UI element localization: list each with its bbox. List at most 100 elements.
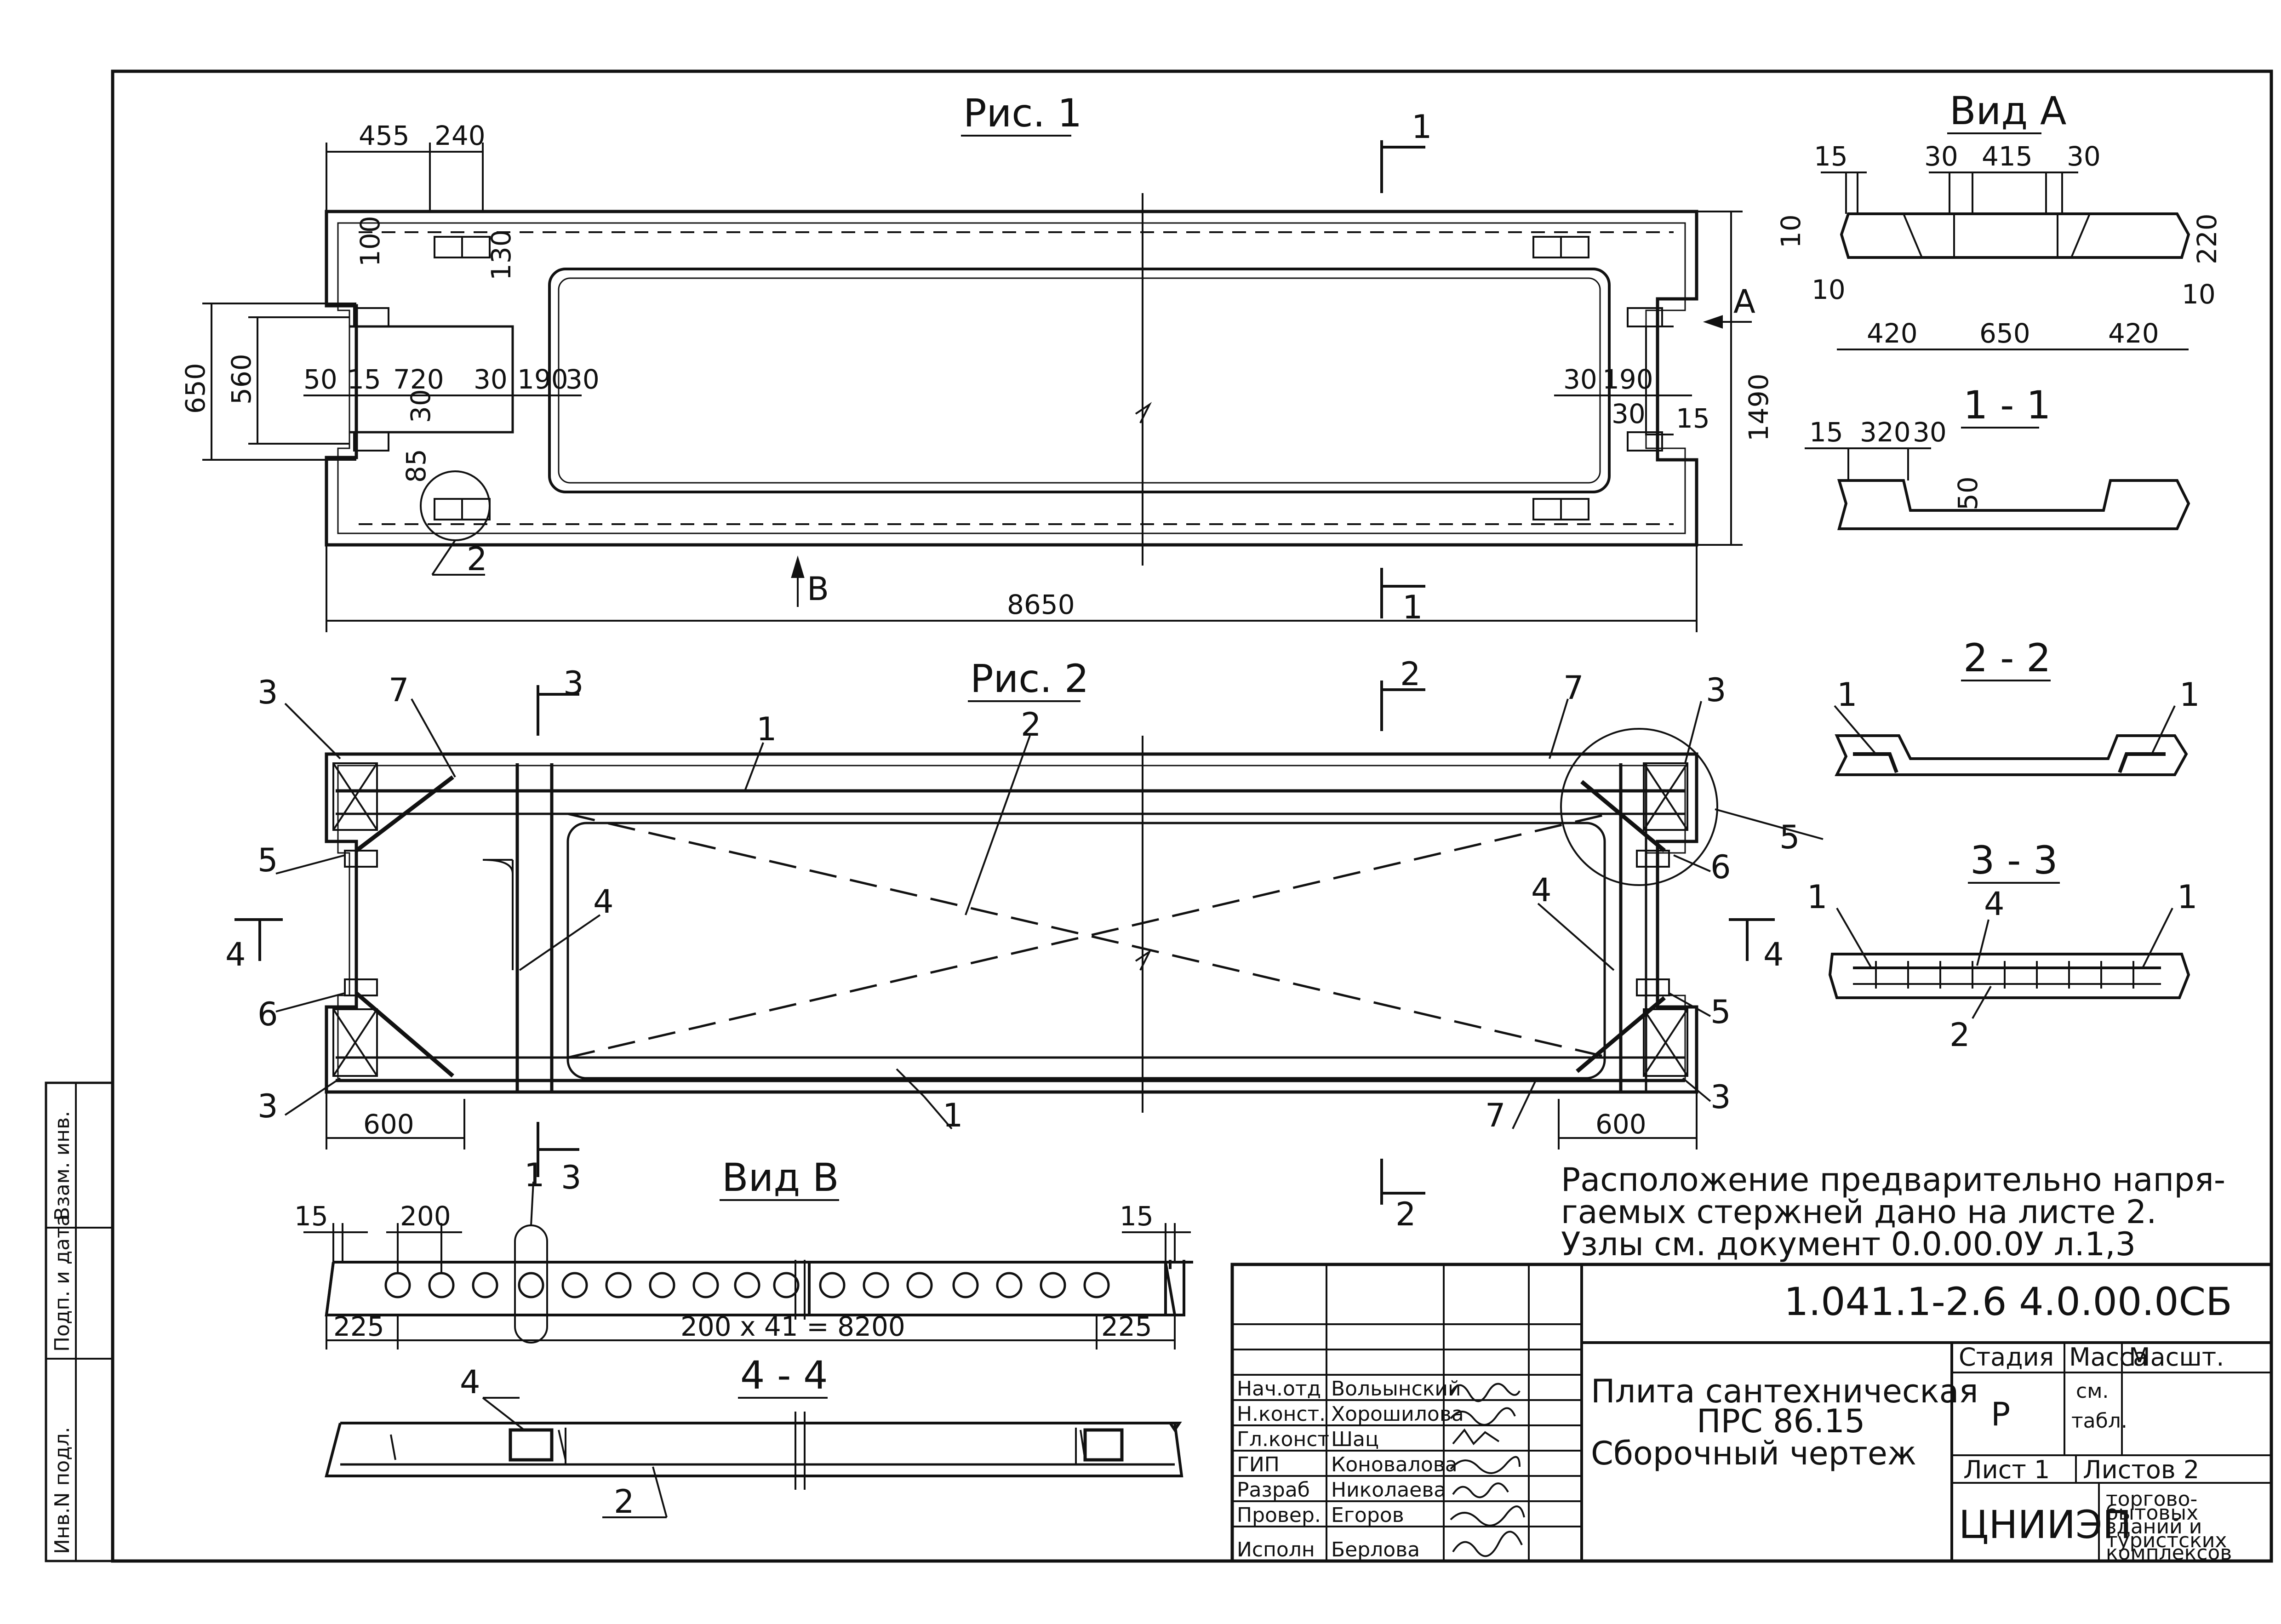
view-b-dim-15-r: 15	[1120, 1201, 1154, 1232]
dim-30-c: 30	[405, 389, 436, 423]
dim-50: 50	[303, 364, 337, 395]
dim-30-e: 30	[1612, 398, 1646, 429]
marker-3-bl: 3	[257, 1087, 278, 1125]
note-line-3: Узлы см. документ 0.0.00.0У л.1,3	[1561, 1225, 2136, 1263]
section-33-marker-1-l: 1	[1807, 878, 1828, 916]
role-3: Гл.конст	[1237, 1428, 1329, 1451]
note-block: Расположение предварительно напря- гаемы…	[1561, 1161, 2225, 1263]
section-11-dim-15: 15	[1809, 417, 1843, 448]
role-2: Н.конст.	[1237, 1402, 1326, 1426]
product-name-2: ПРС 86.15	[1697, 1402, 1865, 1440]
view-a-dim-10-c: 10	[2182, 279, 2216, 310]
mass-value-1: см.	[2076, 1379, 2109, 1403]
section-44-marker-2: 2	[614, 1483, 635, 1521]
figure-2-reinforcement: Рис. 2 3 7	[225, 655, 1824, 1233]
name-7: Берлова	[1331, 1538, 1420, 1561]
dim-600-left: 600	[363, 1109, 414, 1140]
view-a-dim-220: 220	[2191, 213, 2223, 264]
marker-6-left: 6	[257, 995, 278, 1033]
marker-3-tl: 3	[257, 674, 278, 711]
org-sub-5: комплексов	[2106, 1541, 2232, 1565]
mass-value-2: табл.	[2071, 1409, 2127, 1433]
dim-720: 720	[393, 364, 444, 395]
view-a-dim-415: 415	[1982, 141, 2033, 172]
name-2: Хорошилова	[1331, 1402, 1464, 1426]
sheet-frame	[111, 69, 2273, 1563]
dim-85: 85	[400, 449, 432, 483]
scale-header: Масшт.	[2129, 1343, 2224, 1372]
dim-240: 240	[434, 120, 486, 151]
name-1: Вольынский	[1331, 1377, 1461, 1401]
sheets-total: Листов 2	[2083, 1455, 2199, 1484]
dim-8650: 8650	[1007, 589, 1075, 620]
section-44-title: 4 - 4	[740, 1353, 828, 1398]
role-7: Исполн	[1237, 1538, 1315, 1561]
marker-1-bottom: 1	[943, 1097, 963, 1134]
fig2-title: Рис. 2	[970, 656, 1089, 701]
section-2-mark-top: 2	[1400, 655, 1421, 693]
signature-6	[1450, 1505, 1525, 1527]
view-b: Вид В 1 15 200 15 225 20	[294, 1155, 1193, 1350]
arrow-b-label: В	[807, 570, 829, 608]
org-sub-2: бытовых	[2106, 1501, 2198, 1525]
section-4-mark-right: 4	[1763, 936, 1784, 973]
dim-30-a: 30	[474, 364, 508, 395]
name-5: Николаева	[1331, 1478, 1446, 1502]
strip-inv-label: Инв.N подл.	[51, 1427, 74, 1554]
marker-7-tl: 7	[389, 671, 409, 709]
org-sub-3: зданий и	[2106, 1515, 2202, 1538]
stage-header: Стадия	[1959, 1343, 2054, 1372]
note-line-1: Расположение предварительно напря-	[1561, 1161, 2225, 1199]
role-4: ГИП	[1237, 1453, 1280, 1476]
signature-1	[1450, 1383, 1521, 1402]
strip-replace-label: Взам. инв.	[51, 1111, 74, 1221]
stage-value: Р	[1991, 1395, 2010, 1433]
section-3-mark-bottom: 3	[561, 1159, 582, 1196]
view-a-dim-30-l: 30	[1924, 141, 1958, 172]
name-3: Шац	[1331, 1428, 1379, 1451]
section-11-dim-320: 320	[1860, 417, 1911, 448]
section-4-4: 4 - 4 4 2	[325, 1353, 1183, 1521]
signature-5	[1452, 1482, 1509, 1498]
section-1-top-label: 1	[1412, 108, 1432, 146]
dim-30-d: 30	[1563, 364, 1597, 395]
marker-4-left: 4	[593, 883, 614, 921]
title-block: 1.041.1-2.6 4.0.00.0СБ Плита сантехничес…	[1230, 1263, 2273, 1565]
section-22-marker-1-l: 1	[1837, 676, 1858, 714]
view-b-dim-200: 200	[400, 1201, 451, 1232]
section-33-marker-2: 2	[1949, 1016, 1970, 1054]
figure-1-plan: Рис. 1 2 455 240 100 130	[180, 91, 1774, 632]
dim-130: 130	[486, 229, 517, 280]
section-22-title: 2 - 2	[1963, 635, 2051, 680]
marker-3-tr: 3	[1706, 671, 1726, 709]
marker-1-top: 1	[756, 710, 777, 748]
note-line-2: гаемых стержней дано на листе 2.	[1561, 1193, 2157, 1231]
section-1-bottom-label: 1	[1402, 589, 1423, 626]
view-a-dim-10-a: 10	[1775, 214, 1807, 248]
node-2-label: 2	[467, 540, 487, 578]
product-name-1: Плита сантехническая	[1591, 1372, 1978, 1410]
section-44-marker-4: 4	[460, 1363, 480, 1401]
marker-7-tr: 7	[1563, 669, 1584, 707]
signature-4	[1450, 1456, 1521, 1474]
view-b-dim-225-r: 225	[1101, 1311, 1152, 1342]
section-22-marker-1-r: 1	[2179, 676, 2200, 714]
marker-6-right: 6	[1710, 848, 1731, 886]
view-a-dim-650: 650	[1979, 318, 2030, 349]
view-b-marker-1: 1	[524, 1156, 545, 1194]
product-name-3: Сборочный чертеж	[1591, 1435, 1916, 1472]
view-b-title: Вид В	[722, 1155, 839, 1200]
section-33-marker-1-r: 1	[2177, 878, 2198, 916]
dim-560: 560	[226, 354, 257, 405]
view-a: Вид А 15 30 415 30 10 10 420 650 420 10 …	[1775, 88, 2223, 350]
signature-3	[1452, 1428, 1500, 1446]
view-b-holes	[384, 1272, 1110, 1298]
arrow-a-label: А	[1733, 283, 1755, 320]
side-strip: Инв.N подл. Подп. и дата Взам. инв.	[45, 1081, 114, 1562]
view-b-dim-8200: 200 х 41 = 8200	[680, 1311, 905, 1342]
strip-sign-label: Подп. и дата	[51, 1214, 74, 1352]
fig1-title: Рис. 1	[963, 91, 1082, 136]
view-a-dim-15: 15	[1814, 141, 1848, 172]
section-11-dim-30: 30	[1913, 417, 1947, 448]
